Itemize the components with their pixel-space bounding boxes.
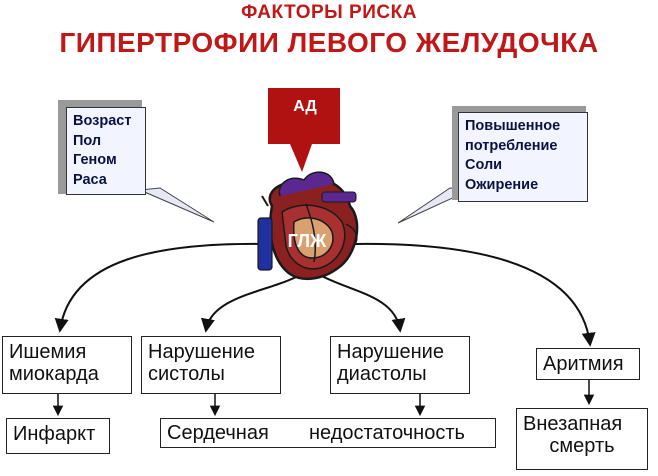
box-ischemia: Ишемия миокарда <box>2 336 132 394</box>
factor-salt: Соли <box>465 157 503 173</box>
diastole-line-1: Нарушение <box>337 341 444 363</box>
factor-increased: Повышенное <box>465 118 561 134</box>
box-heart-failure: Сердечная недостаточность <box>160 418 496 448</box>
sudden-death-line-2: смерть <box>549 435 615 457</box>
factor-obesity: Ожирение <box>465 176 539 193</box>
systole-line-1: Нарушение <box>148 341 255 363</box>
box-sudden-death: Внезапная смерть <box>516 408 648 470</box>
factor-age: Возраст <box>73 113 132 129</box>
factor-sex: Пол <box>73 132 102 149</box>
factor-genome: Геном <box>73 152 117 168</box>
title-line-1: ФАКТОРЫ РИСКА <box>241 2 417 23</box>
arrow-to-diastole <box>317 273 406 333</box>
box-diastole: Нарушение диастолы <box>330 336 470 394</box>
ischemia-line-1: Ишемия <box>9 341 87 363</box>
factor-race: Раса <box>73 171 107 188</box>
arrow-to-arrhythmia <box>319 242 596 347</box>
arrhythmia-label: Аритмия <box>543 353 624 375</box>
left-factors-callout: Возраст Пол Геном Раса <box>66 107 146 195</box>
arrow-to-ischemia <box>54 242 301 333</box>
title-line-2: ГИПЕРТРОФИИ ЛЕВОГО ЖЕЛУДОЧКА <box>59 27 599 58</box>
sudden-death-line-1: Внезапная <box>523 413 623 435</box>
heart-icon <box>257 171 359 281</box>
diastole-line-2: диастолы <box>337 363 427 385</box>
box-arrhythmia: Аритмия <box>536 348 640 380</box>
heart-failure-word-1: Сердечная <box>167 422 269 444</box>
box-infarct: Инфаркт <box>6 418 110 454</box>
ad-box-shape <box>268 88 340 172</box>
factor-consumption: потребление <box>465 137 558 154</box>
left-callout-pointer <box>138 187 215 223</box>
systole-line-2: систолы <box>148 363 225 385</box>
box-systole: Нарушение систолы <box>141 336 281 394</box>
ad-label: АД <box>293 98 317 115</box>
infarct-label: Инфаркт <box>13 423 96 445</box>
ischemia-line-2: миокарда <box>9 363 99 385</box>
lvh-label: ГЛЖ <box>287 231 327 251</box>
arrow-to-systole <box>201 273 303 333</box>
right-factors-callout: Повышенное потребление Соли Ожирение <box>458 112 588 202</box>
heart-failure-word-2: недостаточность <box>309 422 465 444</box>
